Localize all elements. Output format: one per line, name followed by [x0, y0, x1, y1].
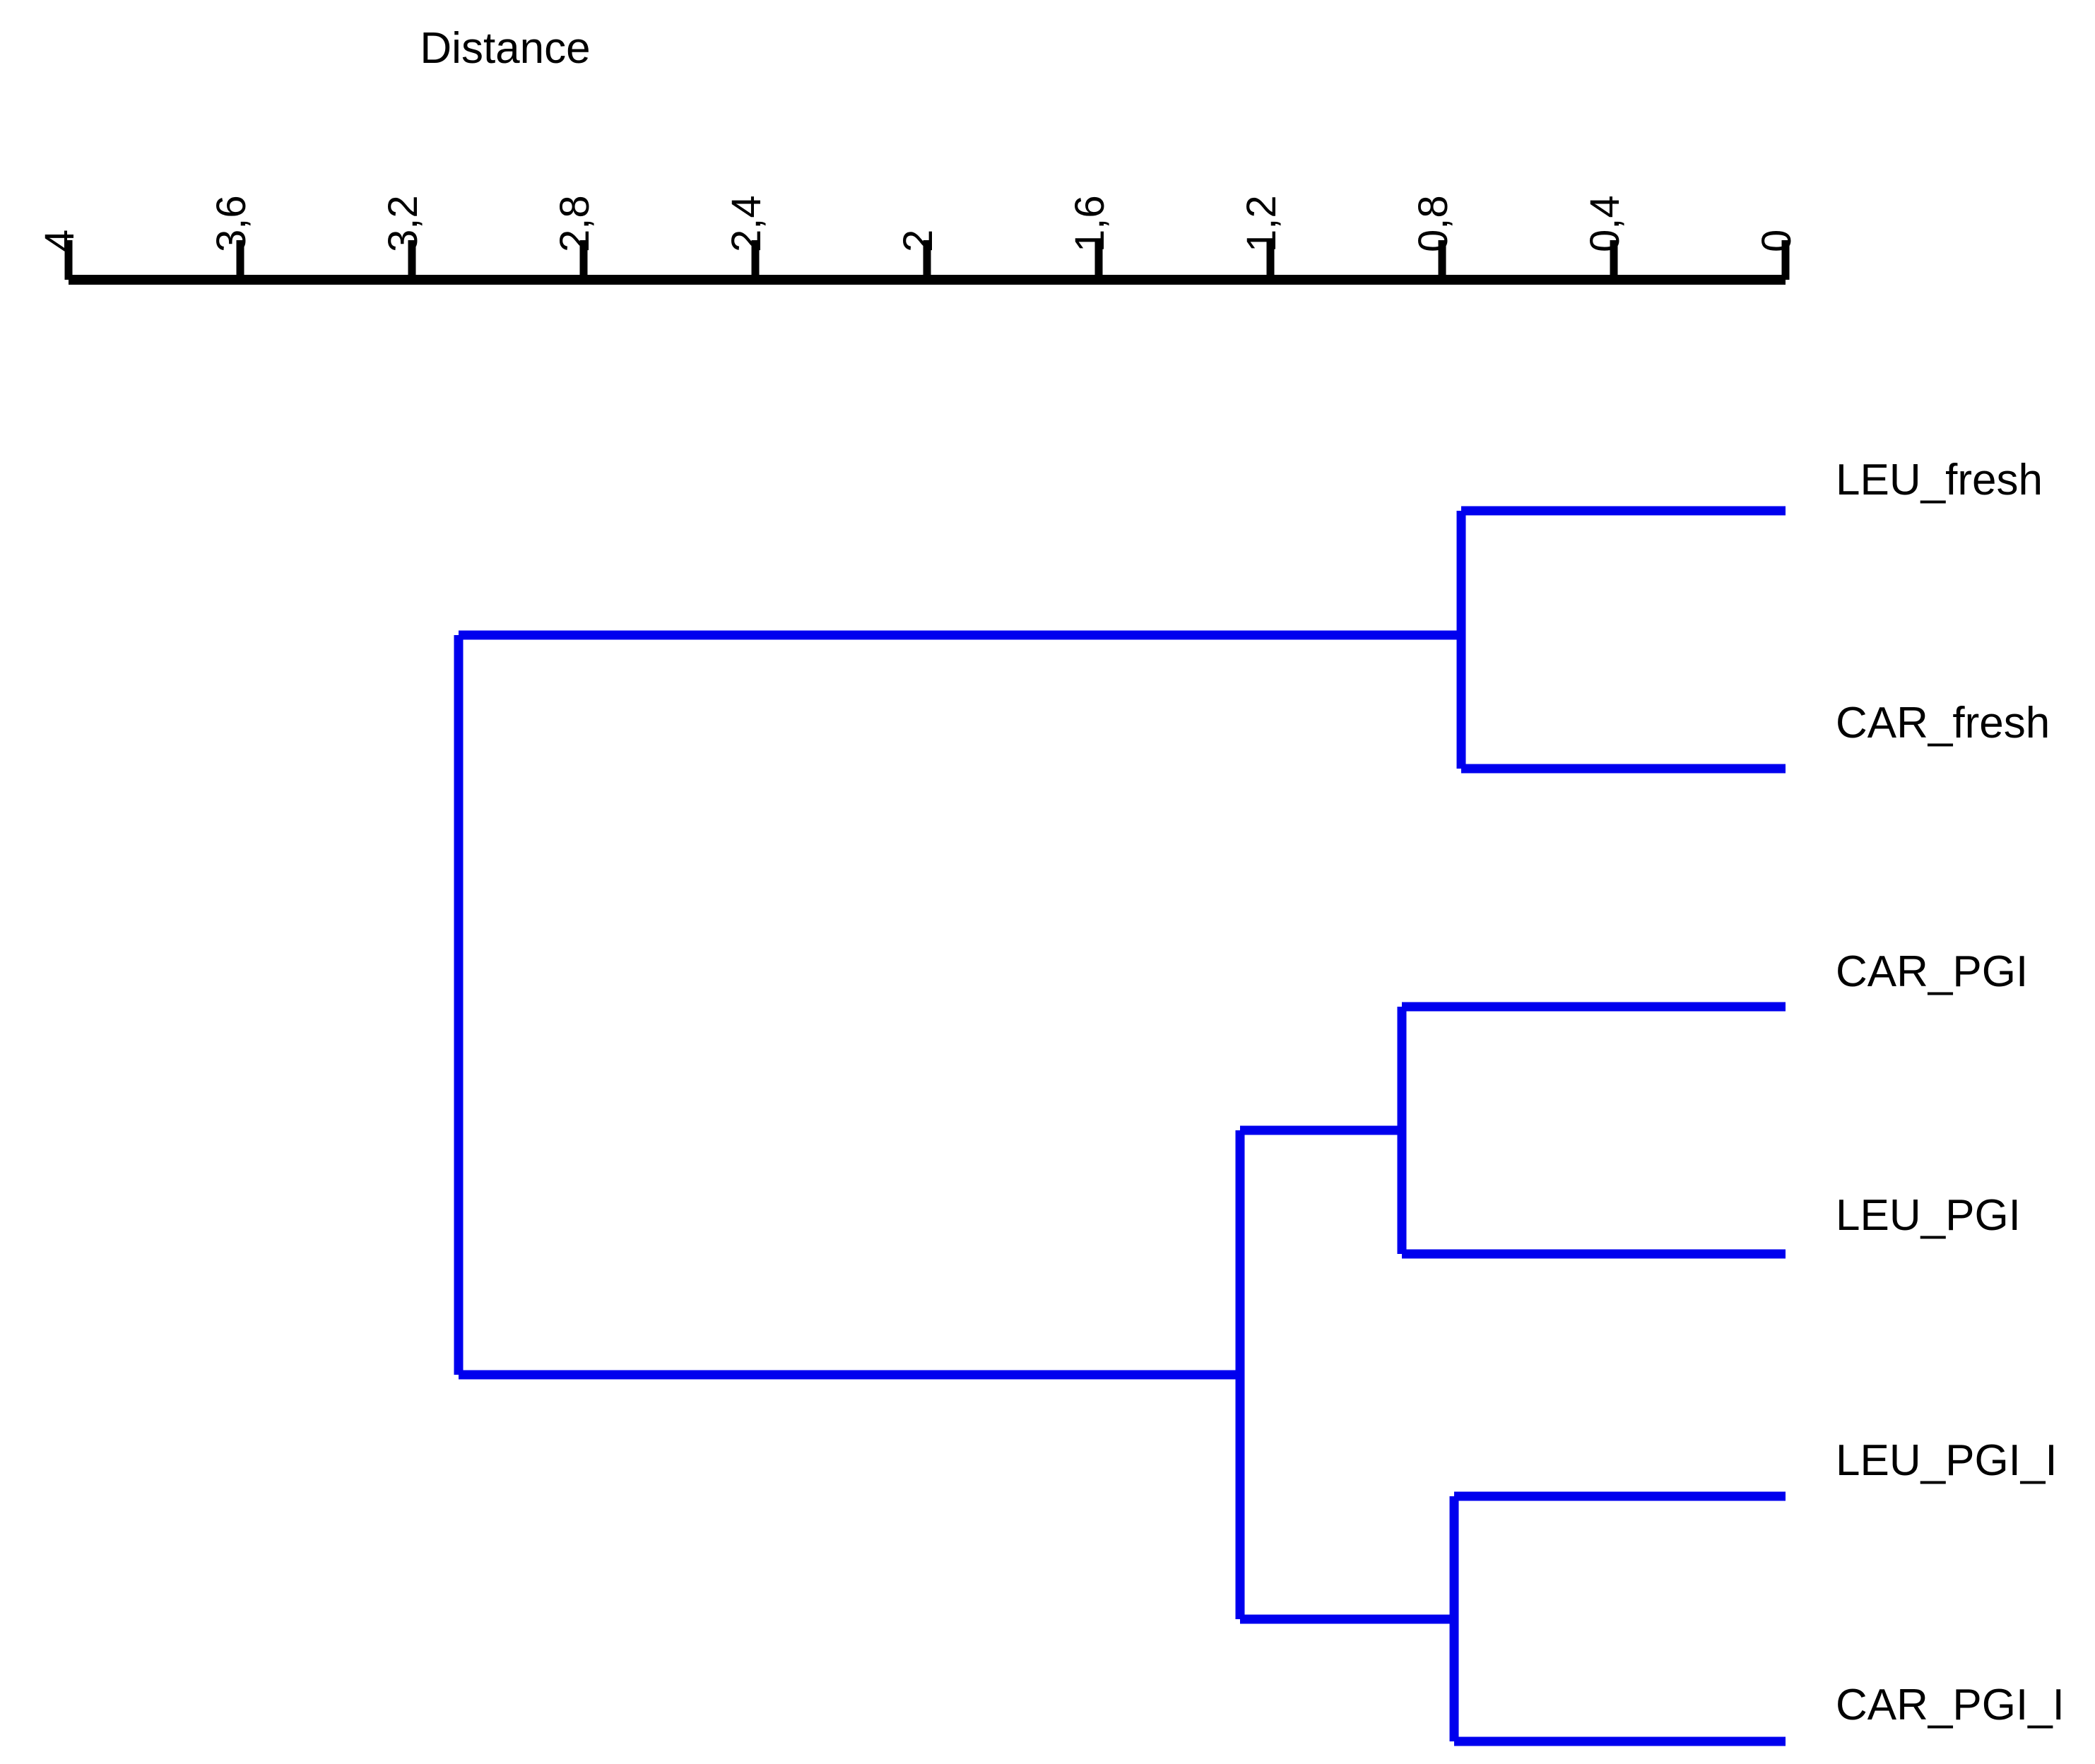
leaf-label-leu-pgi-i: LEU_PGI_I — [1836, 1436, 2058, 1485]
distance-axis — [64, 240, 1790, 285]
leaf-label-car-pgi-i: CAR_PGI_I — [1836, 1681, 2065, 1729]
leaf-label-car-fresh: CAR_fresh — [1836, 699, 2050, 747]
dendrogram-tree — [454, 506, 1786, 1746]
leaf-label-leu-pgi: LEU_PGI — [1836, 1191, 2021, 1240]
leaf-label-car-pgi: CAR_PGI — [1836, 947, 2029, 996]
leaf-label-leu-fresh: LEU_fresh — [1836, 456, 2043, 504]
axis-title: Distance — [420, 24, 591, 73]
